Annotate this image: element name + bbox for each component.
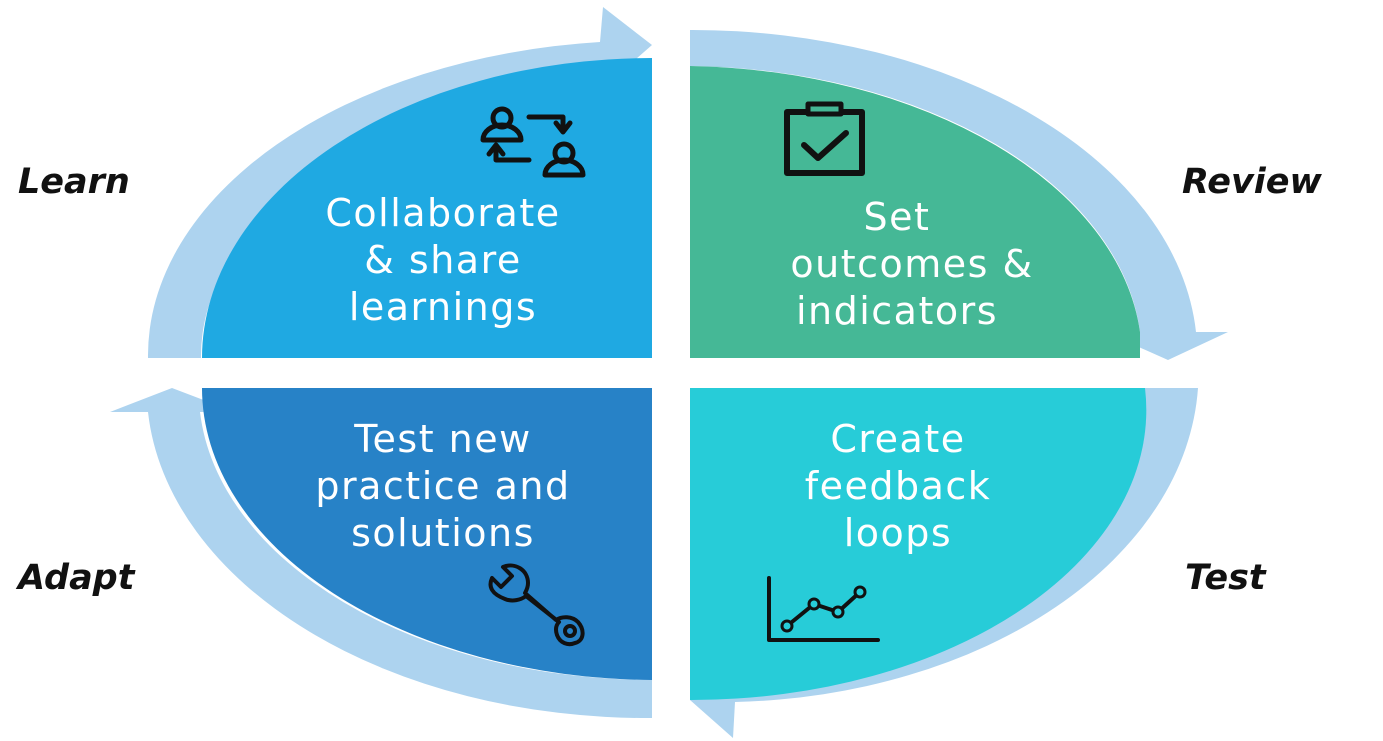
arrow-review-to-test bbox=[690, 29, 1228, 360]
quadrant-test-new-practice-line3: solutions bbox=[351, 511, 535, 555]
quadrant-create-feedback-line2: feedback bbox=[805, 464, 992, 508]
quadrant-test-new-practice-line1: Test new bbox=[353, 417, 531, 461]
arrow-test-to-adapt bbox=[690, 388, 1198, 738]
quadrant-create-feedback-text: Create feedback loops bbox=[805, 417, 992, 555]
quadrant-create-feedback bbox=[690, 388, 1147, 701]
phase-label-review: Review bbox=[1182, 162, 1322, 202]
phase-label-learn: Learn bbox=[18, 162, 130, 202]
phase-label-test: Test bbox=[1185, 558, 1267, 598]
quadrants bbox=[201, 58, 1147, 701]
arrow-adapt-to-learn bbox=[110, 388, 652, 719]
quadrant-set-outcomes bbox=[690, 66, 1140, 358]
quadrant-collaborate-line2: & share bbox=[364, 238, 522, 282]
quadrant-test-new-practice-text: Test new practice and solutions bbox=[315, 417, 570, 555]
quadrant-collaborate-line1: Collaborate bbox=[325, 191, 560, 235]
collaboration-icon bbox=[480, 106, 586, 178]
quadrant-collaborate-text: Collaborate & share learnings bbox=[325, 191, 560, 329]
cycle-arrows bbox=[110, 7, 1228, 738]
quadrant-create-feedback-line3: loops bbox=[844, 511, 952, 555]
quadrant-set-outcomes-text: Set outcomes & indicators bbox=[790, 195, 1033, 333]
quadrant-set-outcomes-line3: indicators bbox=[796, 289, 998, 333]
quadrant-test-new-practice-line2: practice and bbox=[315, 464, 570, 508]
quadrant-set-outcomes-line1: Set bbox=[864, 195, 931, 239]
wrench-icon bbox=[488, 563, 585, 647]
quadrant-collaborate-line3: learnings bbox=[349, 285, 537, 329]
clipboard-check-icon bbox=[784, 101, 865, 176]
quadrant-create-feedback-line1: Create bbox=[830, 417, 965, 461]
phase-label-adapt: Adapt bbox=[15, 558, 136, 598]
quadrant-collaborate bbox=[202, 58, 652, 358]
line-chart-icon bbox=[767, 576, 880, 642]
quadrant-set-outcomes-line2: outcomes & bbox=[790, 242, 1033, 286]
